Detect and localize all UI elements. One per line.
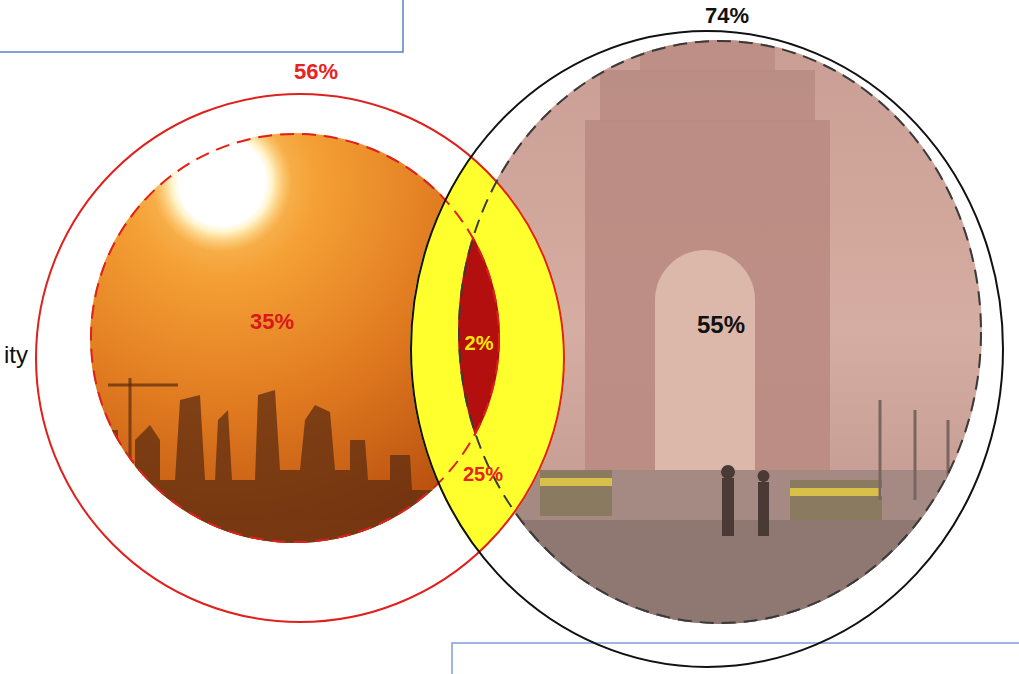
frame-box	[452, 643, 1019, 674]
percentage-value: 25%	[463, 463, 503, 485]
circle-outline	[35, 93, 565, 623]
text-holder: 35%	[250, 310, 294, 334]
text-holder: 55%	[697, 312, 745, 338]
overlap-region: 25% 2%	[430, 160, 570, 550]
percentage-value: 74%	[705, 4, 749, 28]
overlap-fill	[458, 40, 982, 624]
text-holder: 25%	[463, 463, 503, 485]
percentage-value: 35%	[250, 310, 294, 334]
text-holder: ity	[3, 342, 29, 368]
text-holder: 56%	[294, 60, 338, 84]
frame-box	[0, 0, 403, 52]
circle-outline	[459, 41, 981, 623]
cut-off-label: ity	[3, 342, 29, 368]
percentage-value: 2%	[465, 332, 494, 354]
circle-outline	[410, 30, 1004, 668]
overlap-region: 2%	[455, 265, 505, 425]
venn-circle: 55%	[458, 40, 982, 624]
venn-circle: 74%55%	[410, 30, 1004, 668]
percentage-value: 55%	[697, 312, 745, 338]
text-holder: 2%	[465, 332, 494, 354]
venn-circle: 56%35%	[35, 93, 565, 623]
text-holder: 74%	[705, 4, 749, 28]
circle-outline	[36, 94, 564, 622]
percentage-value: 56%	[294, 60, 338, 84]
circle-outline	[411, 31, 1003, 667]
